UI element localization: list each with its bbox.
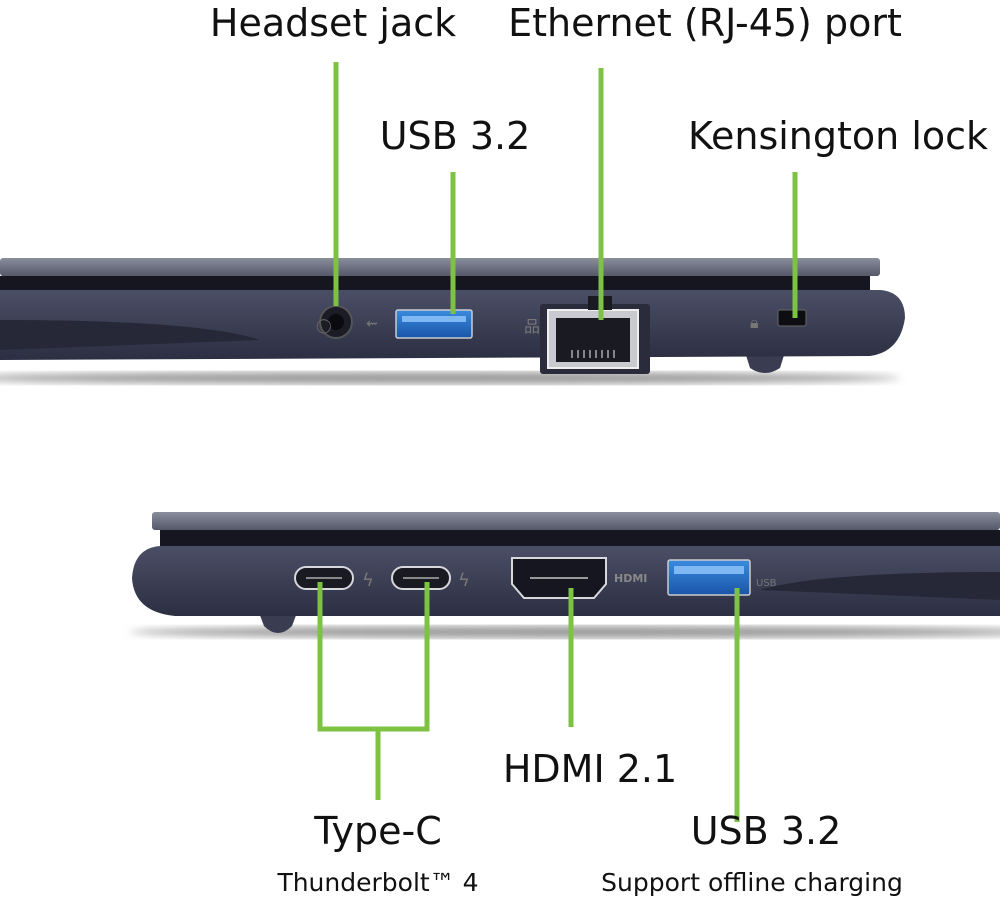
rubber-foot xyxy=(745,352,785,373)
type-c-bracket-line xyxy=(317,582,430,732)
headset-icon: ◯ xyxy=(316,318,332,334)
usb-charging-icon: USB xyxy=(756,578,777,589)
thunderbolt-icon: ϟ xyxy=(458,570,470,591)
type-c-label: Type-C xyxy=(314,809,442,853)
thunderbolt-icon: ϟ xyxy=(362,570,374,591)
network-icon: 品 xyxy=(524,317,540,336)
laptop-right-side: ◯ ⇜ 品 🔒︎ xyxy=(0,258,905,384)
leader-lines xyxy=(317,62,798,822)
lock-icon: 🔒︎ xyxy=(750,313,759,332)
kensington-slot xyxy=(777,309,807,327)
usb-bottom-label: USB 3.2 xyxy=(690,809,842,853)
kensington-label: Kensington lock xyxy=(687,114,989,158)
usb-symbol-icon: ⇜ xyxy=(366,316,378,332)
headset-jack-label: Headset jack xyxy=(209,1,457,45)
usb-bottom-sublabel: Support offline charging xyxy=(601,868,903,897)
lid xyxy=(152,512,1000,530)
laptop-left-side: ϟ ϟ HDMI USB xyxy=(130,512,1000,638)
ethernet-label: Ethernet (RJ-45) port xyxy=(508,1,902,45)
lid xyxy=(0,258,880,276)
usb-a-port xyxy=(395,309,473,339)
hdmi-logo-icon: HDMI xyxy=(614,572,647,585)
type-c-sublabel: Thunderbolt™ 4 xyxy=(277,868,479,897)
usb-top-label: USB 3.2 xyxy=(379,114,531,158)
hdmi-label: HDMI 2.1 xyxy=(502,747,678,791)
